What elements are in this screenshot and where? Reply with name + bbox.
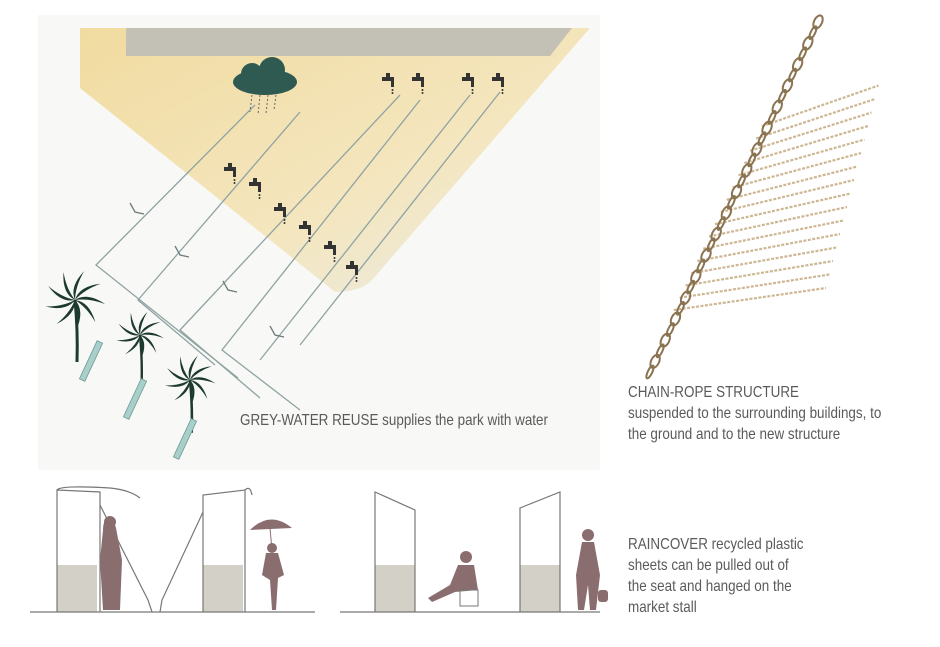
woman-figure bbox=[100, 520, 122, 610]
chain-link bbox=[730, 184, 743, 200]
arrow-icon bbox=[222, 280, 238, 293]
rope bbox=[702, 219, 844, 250]
greywater-diagram bbox=[38, 15, 600, 470]
palm-tree-icon bbox=[45, 271, 105, 363]
chain-link bbox=[679, 290, 692, 306]
chain-link bbox=[747, 152, 757, 168]
greywater-title: GREY-WATER REUSE bbox=[240, 412, 379, 429]
chain-rope-line: suspended to the surrounding buildings, … bbox=[628, 405, 882, 422]
tap-icon bbox=[299, 221, 311, 242]
chain-rope-title: CHAIN-ROPE STRUCTURE bbox=[628, 384, 799, 401]
tap-icon bbox=[224, 163, 236, 184]
chain-link bbox=[767, 110, 777, 125]
flow-arrows bbox=[129, 202, 285, 338]
chain-rope-illustration bbox=[645, 14, 879, 380]
chain-link bbox=[645, 364, 655, 380]
chain-link bbox=[751, 141, 763, 157]
chain-link bbox=[798, 46, 808, 62]
greywater-text: supplies the park with water bbox=[382, 412, 548, 429]
cloud-icon bbox=[233, 57, 297, 116]
chain-link bbox=[710, 226, 722, 242]
chain-link bbox=[808, 25, 818, 40]
rope bbox=[720, 178, 855, 214]
chain-rope-line: the ground and to the new structure bbox=[628, 426, 841, 443]
pipes bbox=[95, 91, 501, 411]
walking-figure bbox=[576, 542, 600, 610]
raincover-line: the seat and hanged on the bbox=[628, 578, 792, 595]
tap-icon bbox=[324, 241, 336, 262]
taps bbox=[224, 73, 504, 282]
chain-link bbox=[686, 279, 696, 295]
rope bbox=[755, 97, 876, 140]
tap-icon bbox=[249, 178, 261, 199]
chain-link bbox=[802, 35, 814, 51]
chain-link bbox=[737, 173, 747, 189]
chain-link bbox=[777, 88, 787, 104]
chain-link bbox=[706, 237, 716, 253]
chain-rope-caption: CHAIN-ROPE STRUCTURE suspended to the su… bbox=[628, 382, 881, 445]
chain-link bbox=[696, 258, 706, 274]
raincover-line: sheets can be pulled out of bbox=[628, 557, 789, 574]
chain-link bbox=[669, 311, 682, 327]
chain-link bbox=[757, 131, 767, 147]
tap-icon bbox=[412, 73, 424, 94]
rope bbox=[714, 192, 851, 226]
raincover-title: RAINCOVER bbox=[628, 536, 708, 553]
rope bbox=[697, 232, 841, 263]
arrow-icon bbox=[269, 325, 285, 338]
chain-link bbox=[675, 300, 686, 316]
figures bbox=[100, 516, 608, 610]
chain-link bbox=[649, 353, 661, 369]
raincover-caption: RAINCOVER recycled plastic sheets can be… bbox=[628, 534, 804, 618]
tap-icon bbox=[492, 73, 504, 94]
tap-icon bbox=[274, 203, 286, 224]
chain-link bbox=[787, 67, 798, 83]
infiltration-bars bbox=[78, 340, 198, 460]
sitting-figure bbox=[428, 565, 478, 602]
chain-link bbox=[665, 322, 675, 337]
rope bbox=[761, 84, 879, 128]
rope bbox=[749, 111, 872, 152]
chain-link bbox=[720, 205, 733, 221]
palm-trees bbox=[45, 271, 216, 433]
tap-icon bbox=[382, 73, 394, 94]
rope bbox=[738, 138, 865, 177]
rope bbox=[708, 205, 848, 238]
tap-icon bbox=[462, 73, 474, 94]
greywater-caption: GREY-WATER REUSE supplies the park with … bbox=[240, 410, 548, 431]
palm-tree-icon bbox=[164, 355, 216, 433]
rope bbox=[679, 273, 830, 299]
raincover-line: market stall bbox=[628, 599, 697, 616]
chain-link bbox=[771, 99, 783, 115]
arrow-icon bbox=[174, 245, 190, 258]
rope bbox=[691, 246, 837, 275]
chain-link bbox=[791, 56, 804, 72]
building-strip bbox=[126, 28, 572, 56]
plaza-area bbox=[80, 28, 590, 292]
chain-link bbox=[655, 343, 665, 359]
chain-link bbox=[716, 216, 726, 231]
umbrella-icon bbox=[250, 519, 292, 530]
chain-link bbox=[761, 120, 773, 136]
chain-link bbox=[741, 162, 753, 179]
rope bbox=[673, 286, 827, 312]
chain-link bbox=[726, 194, 737, 210]
raincover-sections bbox=[30, 486, 608, 613]
tap-icon bbox=[346, 261, 358, 282]
chain-link bbox=[690, 269, 702, 285]
chain-link bbox=[781, 78, 794, 94]
rope bbox=[744, 124, 869, 165]
chain-link bbox=[812, 14, 824, 30]
chain-link bbox=[700, 247, 712, 263]
chain-link bbox=[659, 332, 671, 348]
arrow-icon bbox=[129, 202, 145, 215]
rope bbox=[685, 259, 834, 287]
rope bbox=[732, 151, 862, 189]
raincover-line: recycled plastic bbox=[711, 536, 804, 553]
